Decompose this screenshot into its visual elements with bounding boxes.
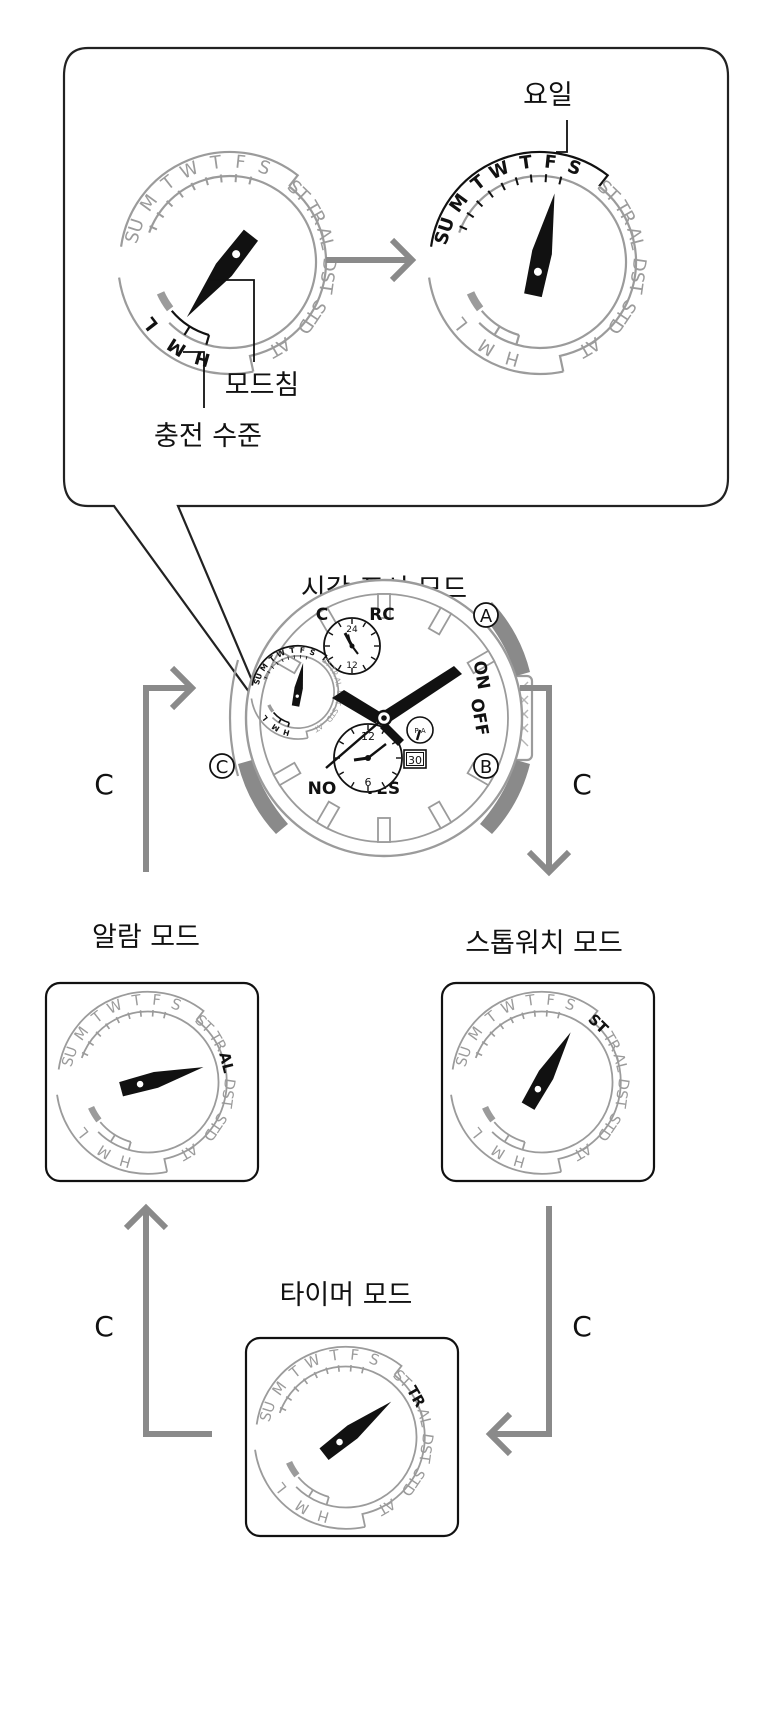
dial-day-tick <box>534 1010 535 1017</box>
arrow-timer-to-alarm <box>126 1208 212 1434</box>
dial-day-label: F <box>151 992 161 1010</box>
watch-label-rc: RC <box>369 605 395 625</box>
subdial-24-label: 24 <box>346 625 358 635</box>
watch-label-no: NO <box>308 779 337 799</box>
dial-day-label: F <box>545 992 555 1010</box>
mode-title-timer: 타이머 모드 <box>280 1280 413 1311</box>
button-b-label: B <box>474 754 498 778</box>
hour-marker <box>378 818 390 842</box>
label-day: 요일 <box>523 80 573 111</box>
cycle-label-bottom-left: C <box>94 1310 114 1343</box>
dial-day-tick <box>140 1010 141 1017</box>
mode-title-alarm: 알람 모드 <box>92 922 200 953</box>
cycle-label-left: C <box>94 768 114 801</box>
button-c-label: C <box>210 754 234 778</box>
dial-day-tick <box>236 174 237 182</box>
label-charge-level: 충전 수준 <box>154 421 262 452</box>
mode-title-stopwatch: 스톱워치 모드 <box>465 928 623 959</box>
arrow-stopwatch-to-timer <box>490 1206 549 1454</box>
button-a-label: A <box>474 603 498 627</box>
label-mode-hand: 모드침 <box>225 370 300 401</box>
date-window: 30 <box>404 750 426 768</box>
dial-day-tick <box>221 174 222 182</box>
dial-day-tick <box>546 174 547 182</box>
cycle-label-bottom-right: C <box>572 1310 592 1343</box>
svg-text:B: B <box>480 757 492 778</box>
dial-day-label: F <box>349 1347 359 1365</box>
date-value: 30 <box>408 754 422 767</box>
svg-text:A: A <box>480 606 493 627</box>
charge-divider <box>288 723 289 727</box>
dial-day-tick <box>338 1365 339 1372</box>
dial-day-label: F <box>543 151 557 173</box>
dial-day-tick <box>531 174 532 182</box>
cycle-label-right: C <box>572 768 592 801</box>
pa-indicator: P A <box>407 717 433 743</box>
subdial-12-label: 12 <box>346 661 357 671</box>
svg-text:C: C <box>216 757 229 778</box>
arrow-alarm-to-watch <box>146 668 192 872</box>
dial-day-label: F <box>299 645 305 654</box>
watch-label-c: C <box>316 605 328 625</box>
dial-day-label: F <box>234 152 246 174</box>
subdial-6-label: 6 <box>365 776 372 789</box>
subdial-24h: 24 12 <box>324 618 380 674</box>
